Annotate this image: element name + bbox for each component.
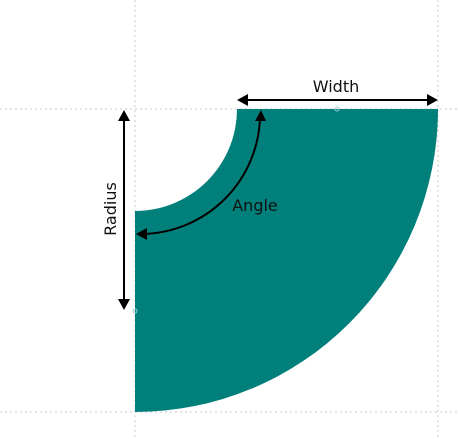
handle-marker-left[interactable]: [132, 308, 138, 314]
angle-arc: [142, 116, 261, 235]
angle-arrow-bottom-icon: [136, 228, 147, 240]
width-arrow-right-icon: [427, 94, 438, 106]
angle-label: Angle: [232, 196, 278, 215]
width-label: Width: [313, 77, 359, 96]
curved-segment-shape[interactable]: [135, 109, 438, 412]
radius-arrow-top-icon: [118, 110, 130, 121]
width-arrow-left-icon: [237, 94, 248, 106]
radius-label: Radius: [101, 182, 120, 236]
width-dimension: Width: [237, 77, 438, 106]
radius-arrow-bottom-icon: [118, 299, 130, 310]
angle-dimension: Angle: [136, 110, 278, 240]
handle-marker-top[interactable]: [334, 106, 340, 112]
handle-markers: [132, 106, 340, 314]
angle-arrow-top-icon: [255, 110, 266, 121]
radius-dimension: Radius: [101, 110, 130, 310]
